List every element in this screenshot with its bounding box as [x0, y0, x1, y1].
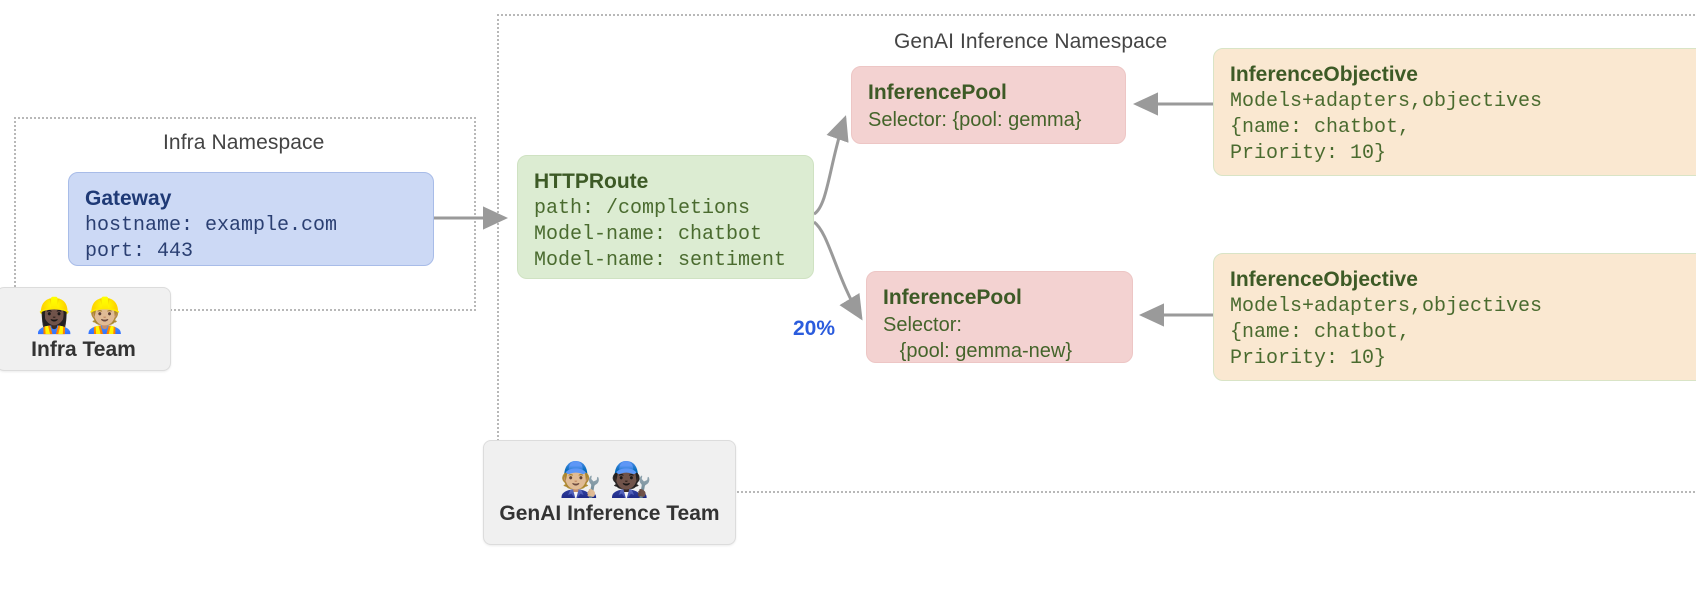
infra-team-people-icon: 👷🏿‍♀️👷🏼 [33, 297, 134, 335]
node-gateway-title: Gateway [85, 187, 172, 210]
node-inferencepool-gemma-new-selector-line-1: Selector: [883, 314, 962, 336]
node-inferenceobjective-bottom-line-3: Priority: 10} [1230, 347, 1387, 370]
node-inferencepool-gemma-new-title: InferencePool [883, 286, 1022, 309]
team-card-genai[interactable]: 🧑🏼‍🔧🧑🏿‍🔧 GenAI Inference Team [483, 440, 736, 545]
node-inferenceobjective-bottom[interactable]: InferenceObjective Models+adapters,objec… [1213, 253, 1696, 381]
node-inferenceobjective-top-line-1: Models+adapters,objectives [1230, 90, 1543, 113]
node-inferencepool-gemma-selector: Selector: {pool: gemma} [868, 109, 1082, 131]
node-httproute-line-2: Model-name: chatbot [534, 223, 763, 246]
node-inferenceobjective-bottom-title: InferenceObjective [1230, 268, 1418, 291]
node-inferenceobjective-top-line-3: Priority: 10} [1230, 142, 1387, 165]
node-gateway-line-2: port: 443 [85, 240, 194, 263]
node-httproute[interactable]: HTTPRoute path: /completions Model-name:… [517, 155, 814, 279]
node-inferencepool-gemma[interactable]: InferencePool Selector: {pool: gemma} [851, 66, 1126, 144]
node-inferencepool-gemma-new[interactable]: InferencePool Selector: {pool: gemma-new… [866, 271, 1133, 363]
node-inferencepool-gemma-title: InferencePool [868, 81, 1007, 104]
node-gateway[interactable]: Gateway hostname: example.com port: 443 [68, 172, 434, 266]
namespace-label-infra: Infra Namespace [163, 131, 325, 154]
node-httproute-line-1: path: /completions [534, 197, 751, 220]
node-inferenceobjective-bottom-line-1: Models+adapters,objectives [1230, 295, 1543, 318]
node-inferenceobjective-bottom-line-2: {name: chatbot, [1230, 321, 1411, 344]
node-inferenceobjective-top[interactable]: InferenceObjective Models+adapters,objec… [1213, 48, 1696, 176]
node-inferencepool-gemma-new-selector-line-2: {pool: gemma-new} [883, 340, 1072, 362]
node-gateway-line-1: hostname: example.com [85, 214, 338, 237]
genai-team-people-icon: 🧑🏼‍🔧🧑🏿‍🔧 [559, 460, 660, 499]
genai-team-label: GenAI Inference Team [499, 501, 720, 525]
node-httproute-line-3: Model-name: sentiment [534, 249, 787, 272]
node-inferenceobjective-top-line-2: {name: chatbot, [1230, 116, 1411, 139]
node-inferenceobjective-top-title: InferenceObjective [1230, 63, 1418, 86]
namespace-label-genai: GenAI Inference Namespace [894, 30, 1168, 53]
namespace-boundary-genai [497, 14, 1696, 493]
node-httproute-title: HTTPRoute [534, 170, 649, 193]
edge-label-traffic-split: 20% [793, 317, 836, 340]
team-card-infra[interactable]: 👷🏿‍♀️👷🏼 Infra Team [0, 287, 171, 371]
infra-team-label: Infra Team [31, 338, 136, 361]
namespace-boundary-infra [14, 117, 476, 311]
